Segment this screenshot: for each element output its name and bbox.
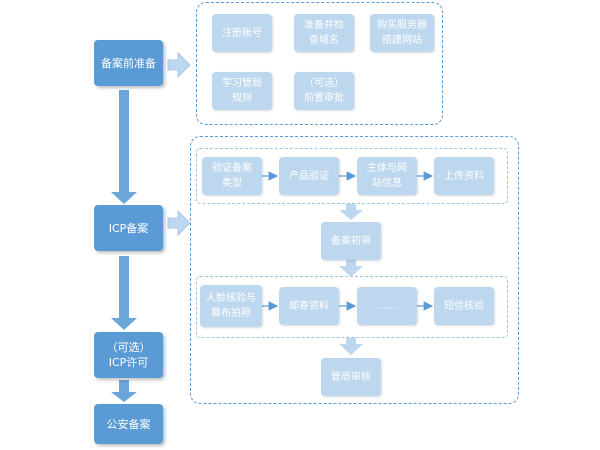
step-bureau-review: 管局审核	[321, 358, 381, 396]
icp-row1-group	[196, 148, 508, 204]
task-check-domain: 准备并检 查域名	[294, 14, 354, 52]
step-entity-site-info: 主体与网 站信息	[357, 157, 417, 195]
stage-prep: 备案前准备	[94, 40, 163, 86]
task-learn-rules: 学习管局 规则	[212, 72, 272, 110]
arrow-initial-to-row2	[339, 260, 363, 277]
step-upload-docs: 上传资料	[434, 157, 494, 195]
stage-icp: ICP备案	[94, 205, 163, 251]
step-product-verify: 产品验证	[279, 157, 339, 195]
stage-police: 公安备案	[94, 404, 163, 444]
step-initial-review: 备案初审	[321, 222, 381, 260]
step-face-verify-photo: 人脸核验与 幕布拍照	[200, 285, 262, 327]
prep-panel	[196, 2, 443, 125]
arrow-icp-to-panel	[167, 210, 191, 236]
task-pre-approval: （可选） 前置审批	[294, 72, 354, 110]
step-verify-type: 验证备案 类型	[202, 157, 262, 195]
arrow-row1-to-initial	[339, 204, 363, 220]
icp-row2-group	[196, 276, 508, 338]
arrow-icp-to-license	[111, 256, 137, 330]
arrow-row2-to-final	[339, 338, 363, 355]
stage-icp-license: （可选） ICP许可	[94, 332, 163, 378]
task-buy-server: 购买服务器 搭建网站	[370, 14, 434, 52]
arrow-license-to-police	[111, 380, 137, 402]
step-sms-verify: 短信核验	[434, 287, 494, 325]
arrow-prep-to-icp	[111, 90, 137, 204]
task-register-account: 注册账号	[212, 14, 272, 52]
step-mail-docs: 邮寄资料	[279, 287, 339, 325]
arrow-prep-to-panel	[167, 52, 191, 78]
step-ellipsis: ......	[357, 287, 417, 325]
icp-panel	[190, 136, 519, 404]
